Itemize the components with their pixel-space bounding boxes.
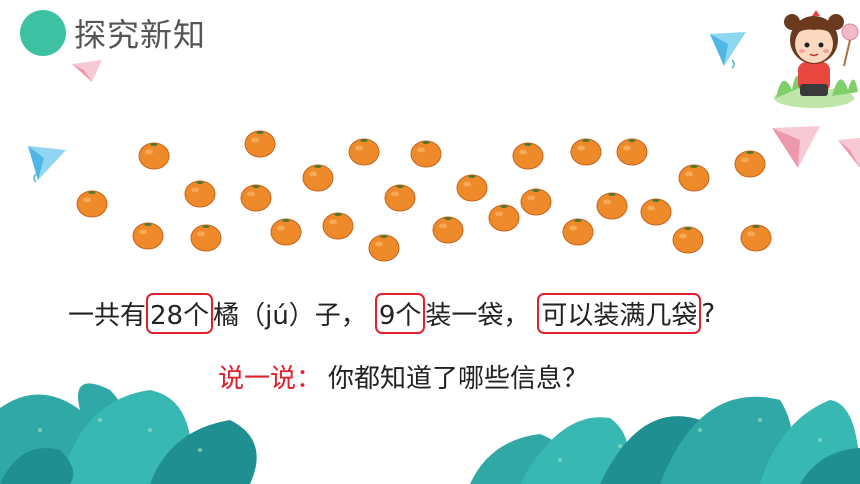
orange-icon <box>132 220 164 250</box>
orange-icon <box>640 196 672 226</box>
orange-icon <box>368 232 400 262</box>
girl-mascot-icon <box>774 10 859 108</box>
orange-icon <box>348 136 380 166</box>
pink-kite-icon <box>72 60 102 82</box>
orange-icon <box>240 182 272 212</box>
orange-icon <box>384 182 416 212</box>
blue-kite-icon <box>710 32 746 69</box>
prompt-text: 你都知道了哪些信息？ <box>328 364 589 394</box>
orange-icon <box>562 216 594 246</box>
orange-icon <box>322 210 354 240</box>
orange-icon <box>672 224 704 254</box>
blue-kite-icon <box>28 146 66 183</box>
plant-decoration-icon <box>0 383 860 484</box>
orange-icon <box>184 178 216 208</box>
orange-icon <box>734 148 766 178</box>
problem-part-3: 装一袋， <box>425 301 530 331</box>
orange-icon <box>456 172 488 202</box>
problem-part-2: 橘（jú）子， <box>213 301 367 331</box>
problem-part-1: 一共有 <box>68 301 147 331</box>
orange-icon <box>302 162 334 192</box>
orange-icon <box>616 136 648 166</box>
orange-icon <box>740 222 772 252</box>
per-bag-highlight: 9个 <box>374 293 426 334</box>
total-count-highlight: 28个 <box>146 293 214 334</box>
discussion-prompt: 说一说：你都知道了哪些信息？ <box>218 358 588 395</box>
prompt-label: 说一说： <box>218 364 323 394</box>
orange-icon <box>76 188 108 218</box>
orange-icon <box>138 140 170 170</box>
orange-icon <box>488 202 520 232</box>
orange-icon <box>596 190 628 220</box>
orange-icon <box>244 128 276 158</box>
orange-icon <box>512 140 544 170</box>
orange-icon <box>570 136 602 166</box>
orange-icon <box>190 222 222 252</box>
header-circle-icon <box>20 10 66 56</box>
page-title: 探究新知 <box>74 16 207 54</box>
orange-icon <box>678 162 710 192</box>
orange-icon <box>520 186 552 216</box>
orange-icon <box>410 138 442 168</box>
pink-kite-icon <box>838 138 860 168</box>
orange-icon <box>270 216 302 246</box>
orange-icon <box>432 214 464 244</box>
question-highlight: 可以装满几袋 <box>537 293 702 334</box>
section-header: 探究新知 <box>20 8 206 58</box>
pink-kite-icon <box>772 126 820 168</box>
problem-sentence: 一共有 28个 橘（jú）子， 9个 装一袋， 可以装满几袋 ? <box>68 293 715 334</box>
question-mark: ? <box>701 298 716 329</box>
